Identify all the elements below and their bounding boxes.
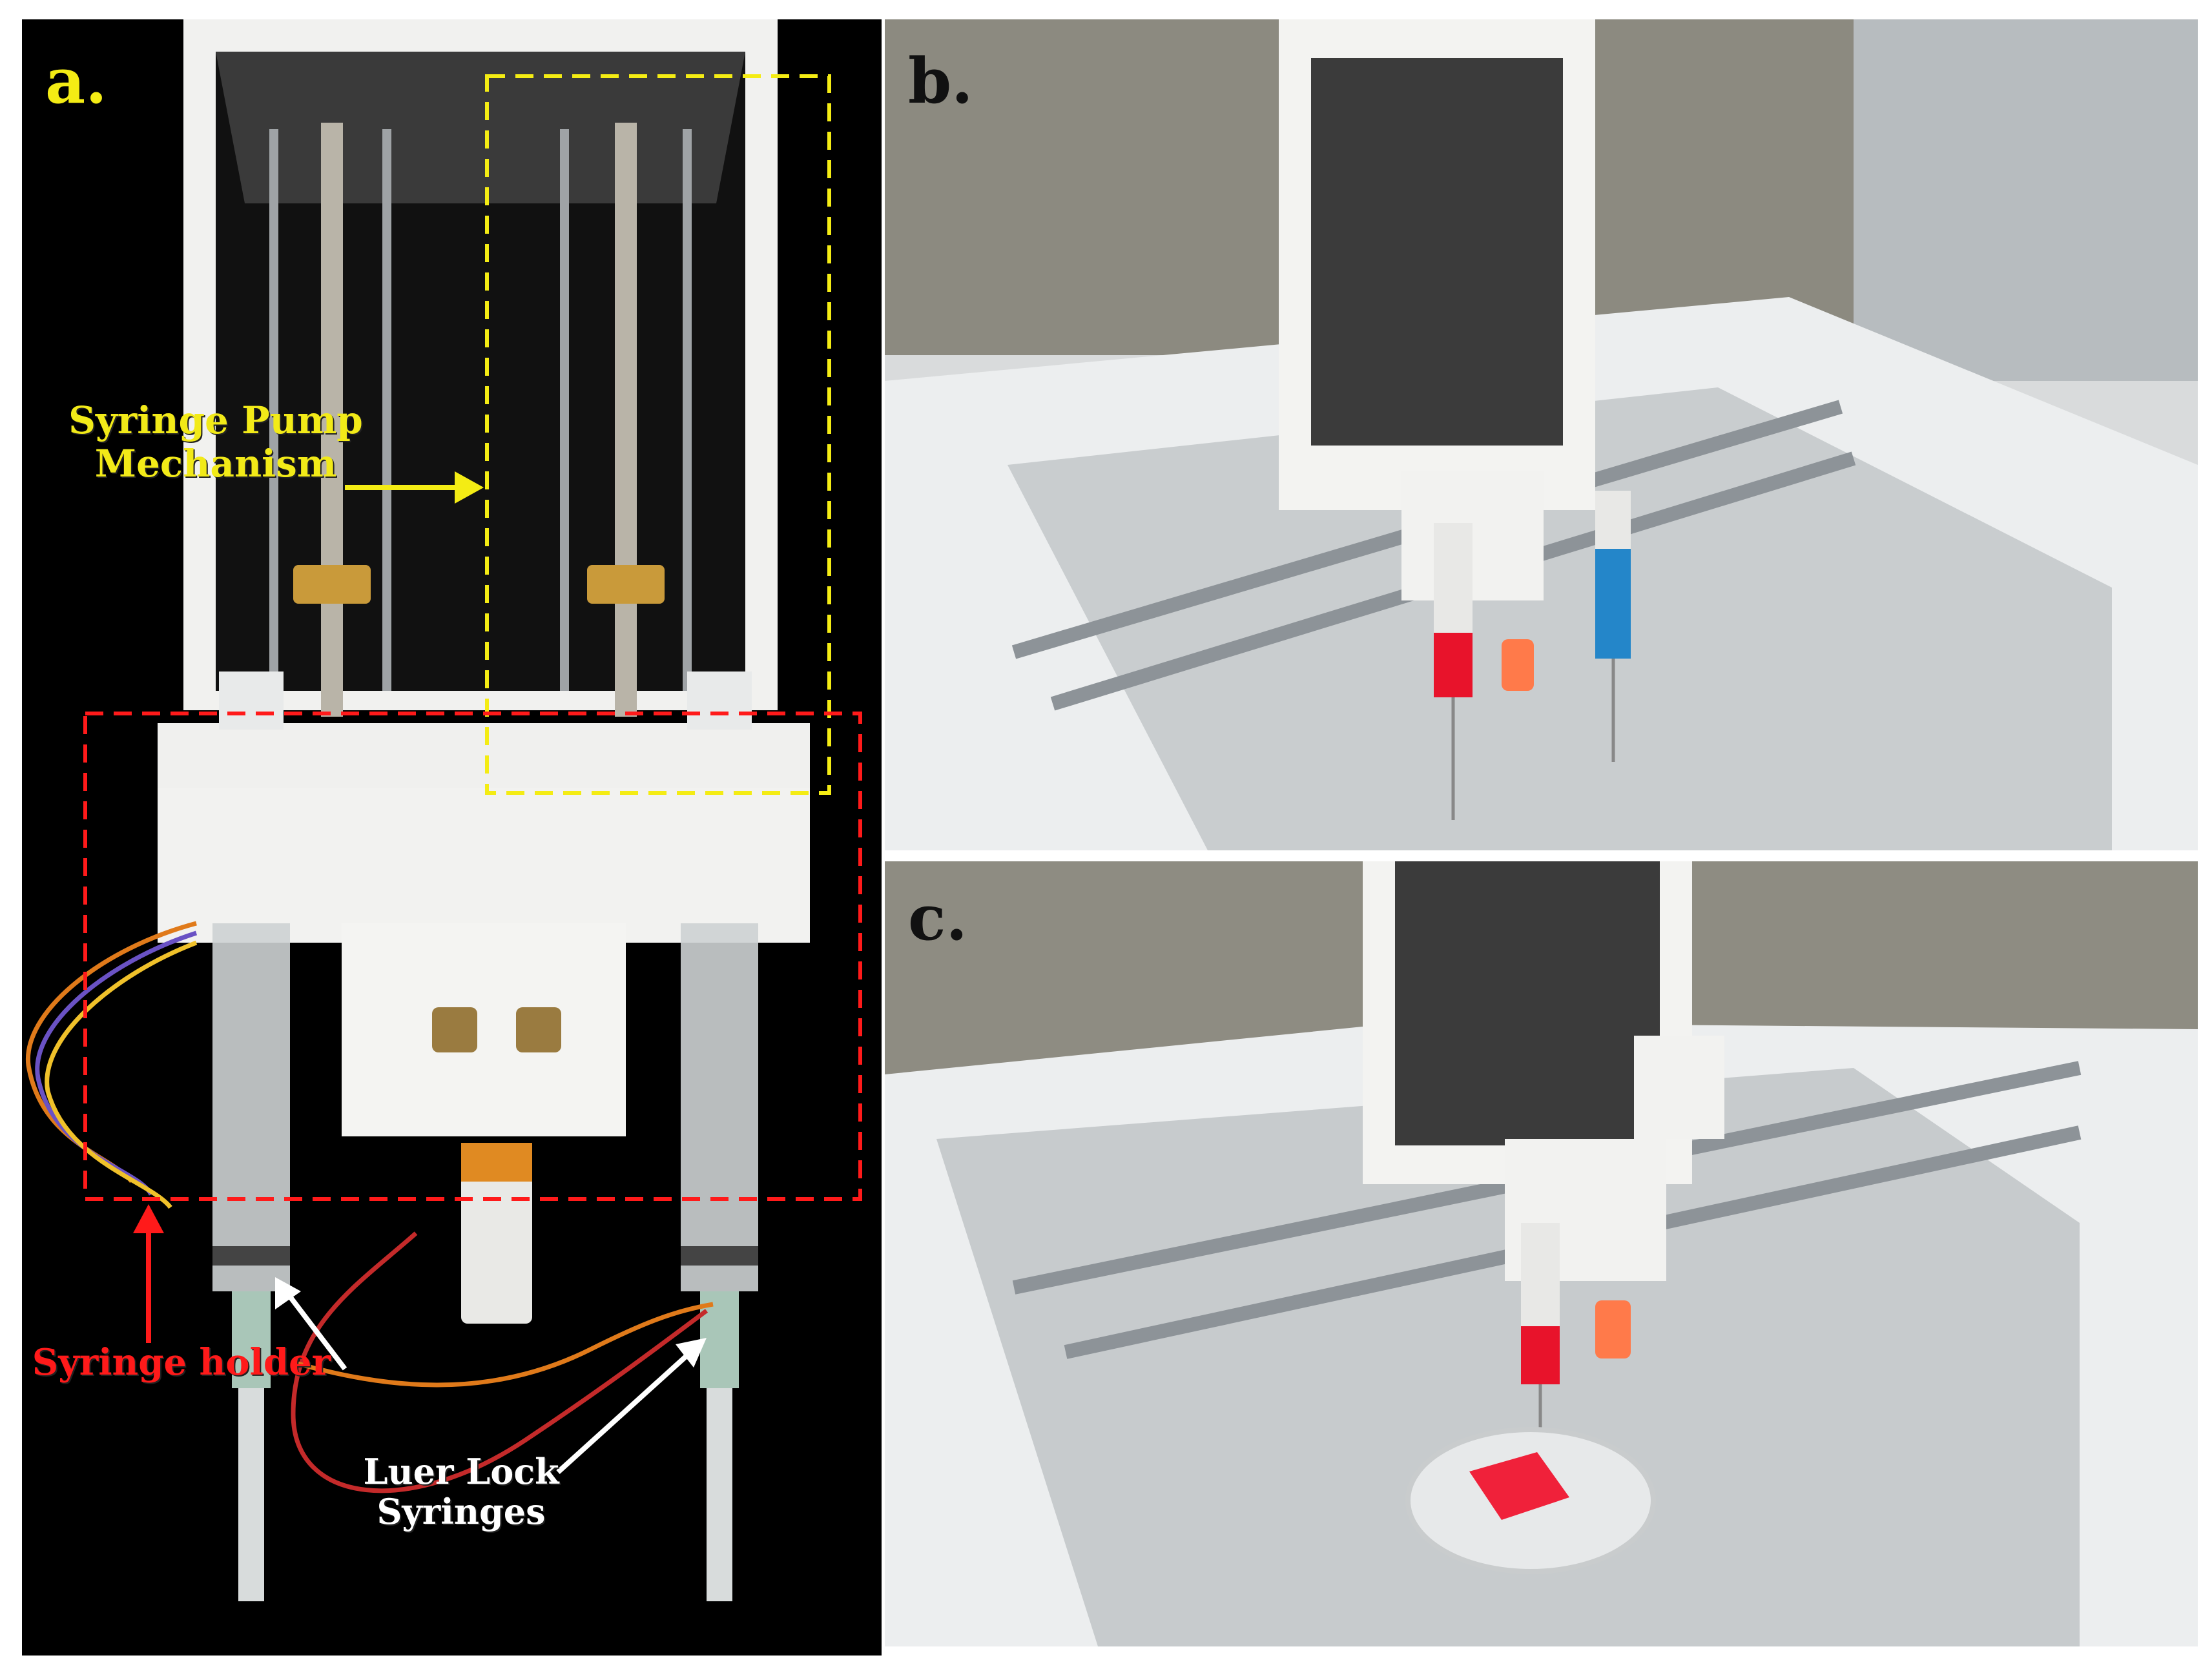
pump-mechanism-box [485,74,831,795]
printed-scaffold [1469,1452,1569,1520]
syringe-right [681,671,758,1601]
pump-frame-inner [1311,58,1563,446]
pump-mechanism-annotation: Syringe Pump Mechanism [68,398,363,486]
syringe-holder-block [158,788,810,943]
brass-nut-left [293,565,371,604]
holder-arrow [133,1204,164,1343]
syringe-holder-box [83,712,862,1201]
carriage-plate [158,723,810,794]
pump-frame-inner [1395,861,1660,1145]
guide-rods [269,129,692,691]
printer-with-two-syringes-illustration [885,19,2198,850]
frame-back-wall [216,52,745,203]
stepper-wires [25,921,714,1493]
probe-light [1595,1300,1631,1358]
thumb-screw-right [516,1007,561,1052]
syringe-pump-assembly-illustration [25,19,862,1601]
luer-arrow-right [556,1338,707,1474]
thumb-screw-left [432,1007,477,1052]
syringe-holder-annotation: Syringe holder [32,1341,331,1384]
bltouch-probe [461,1143,532,1324]
panel-a-label: a. [45,45,107,118]
bltouch-band [461,1143,532,1182]
panel-b-photo: b. [885,19,2198,850]
red-ink [1434,633,1473,697]
panel-c-photo: c. [885,861,2198,1646]
pump-arrow [345,471,484,504]
brass-nut-right [587,565,665,604]
red-ink [1521,1326,1560,1384]
syringe-left [212,671,290,1601]
lead-screws [321,123,637,717]
panel-b-label: b. [908,45,973,118]
printer-printing-scaffold-illustration [885,861,2198,1646]
probe-light [1502,639,1534,691]
blue-ink [1595,549,1631,659]
panel-a-photo: a. Syringe Pump Mechanism Syringe holder… [22,19,882,1656]
printer-opening [936,1068,2080,1646]
holder-clip [1634,1036,1724,1139]
luer-arrow-left [275,1277,347,1371]
background-window [1854,19,2198,381]
center-mount [342,923,626,1136]
panel-c-label: c. [908,881,967,954]
luer-lock-annotation: Luer Lock Syringes [363,1451,559,1533]
